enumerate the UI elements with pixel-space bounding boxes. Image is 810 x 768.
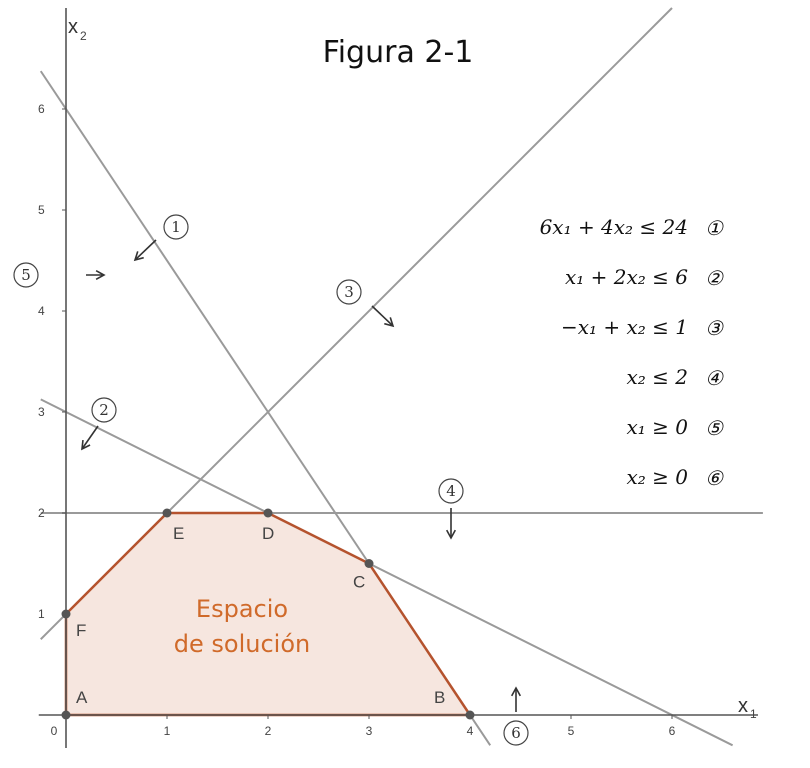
legend-equation-4: x₂ ≤ 2 [627,365,689,389]
y-tick-label: 1 [38,607,45,621]
vertex-label-D: D [262,524,274,543]
marker-arrow-head-5 [95,269,106,281]
marker-arrow-shaft-1 [134,239,157,261]
x-tick-label: 1 [164,724,171,738]
legend-equation-3: −x₁ + x₂ ≤ 1 [561,315,688,339]
chart-title: Figura 2-1 [323,35,474,70]
vertex-point-C [364,559,374,568]
vertex-point-F [61,609,71,619]
marker-arrow-shaft-2 [81,425,99,450]
legend-number-2: ② [705,266,724,290]
marker-arrow-head-1 [133,251,144,262]
y-tick-label: 5 [38,203,45,217]
legend-number-6: ⑥ [705,466,724,490]
x-tick-label: 2 [265,724,272,738]
x-axis-label-subscript: 1 [750,707,757,721]
legend-equation-5: x₁ ≥ 0 [627,415,689,439]
y-tick-label: 6 [38,102,45,116]
vertex-point-D [263,508,273,518]
x-tick-label: 6 [669,724,676,738]
marker-number-6: 6 [511,724,521,742]
marker-arrow-head-3 [384,317,395,328]
marker-number-2: 2 [99,401,109,419]
marker-arrow-head-2 [81,439,91,451]
marker-circle-2 [91,397,117,423]
legend-number-5: ⑤ [705,416,724,440]
marker-circle-6 [503,720,529,746]
constraint-legend: 6x₁ + 4x₂ ≤ 24 ① x₁ + 2x₂ ≤ 6 ② −x₁ + x₂ ≤ 1… [540,215,724,490]
vertex-label-F: F [76,621,86,640]
legend-number-3: ③ [705,316,724,340]
x-tick-label: 3 [366,724,373,738]
y-tick-label: 2 [38,506,45,520]
x-axis-label: x [738,695,748,717]
legend-number-1: ① [705,216,724,240]
marker-circle-5 [13,262,39,288]
vertex-label-C: C [353,573,365,592]
marker-number-3: 3 [344,283,354,301]
legend-number-4: ④ [705,366,724,390]
marker-arrow-head-4 [445,529,457,540]
marker-arrow-head-6 [510,686,522,697]
marker-arrow-shaft-3 [371,305,394,327]
constraint-line-2 [40,398,734,747]
region-label-line-2: de solución [174,630,310,658]
marker-number-4: 4 [446,482,456,500]
x-tick-label: 0 [51,724,58,738]
vertex-point-B [465,710,475,720]
y-axis-label-subscript: 2 [80,29,87,43]
marker-circle-4 [438,478,464,504]
legend-equation-6: x₂ ≥ 0 [627,465,689,489]
marker-circle-3 [336,279,362,305]
legend-equation-1: 6x₁ + 4x₂ ≤ 24 [540,215,688,239]
vertex-label-B: B [434,688,445,707]
vertex-label-E: E [173,524,184,543]
legend-equation-2: x₁ + 2x₂ ≤ 6 [565,265,688,289]
vertex-label-A: A [76,688,88,707]
vertex-point-E [162,508,172,518]
vertex-points [61,508,475,720]
marker-number-5: 5 [21,266,31,284]
region-label-line-1: Espacio [196,595,288,623]
x-tick-label: 4 [467,724,474,738]
vertex-point-A [61,710,71,720]
tick-labels: 0 1 2 3 4 5 6 1 2 3 4 5 6 [38,102,676,738]
constraint-markers: 1 2 3 4 5 6 [13,214,529,746]
y-tick-label: 3 [38,405,45,419]
y-tick-label: 4 [38,304,45,318]
y-axis-label: x [68,16,78,38]
vertex-labels: A B C D E F [76,524,445,707]
marker-number-1: 1 [171,218,181,236]
marker-circle-1 [163,214,189,240]
x-tick-label: 5 [568,724,575,738]
